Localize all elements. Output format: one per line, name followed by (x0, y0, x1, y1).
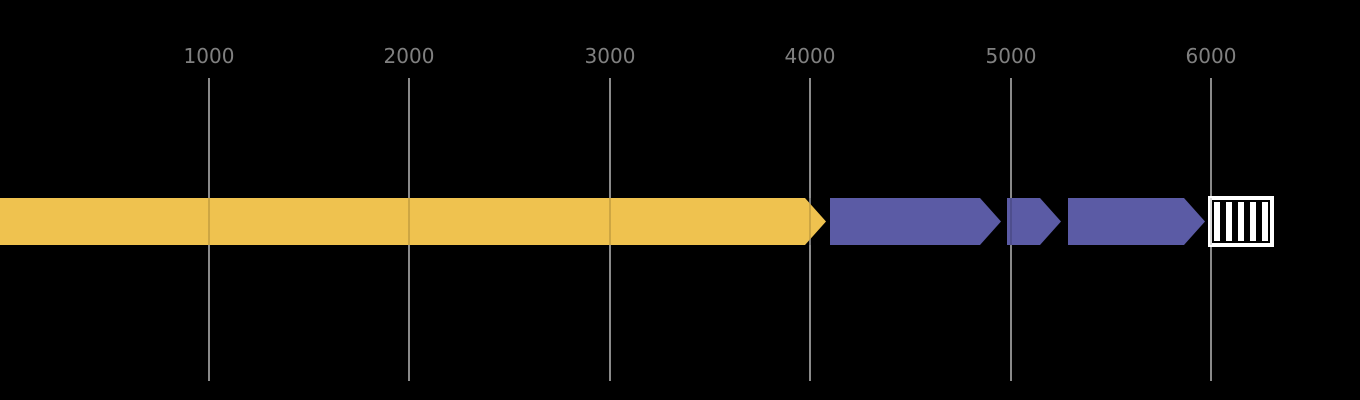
stripe-bar (1226, 202, 1232, 241)
gene-feature-feature-1[interactable] (0, 198, 826, 245)
stripe-bar (1214, 202, 1220, 241)
gridline-overlay-1000 (208, 198, 210, 245)
tick-label-5000: 5000 (985, 44, 1037, 68)
gridline-overlay-2000 (408, 198, 410, 245)
arrow-shape (830, 198, 1001, 245)
tick-label-6000: 6000 (1185, 44, 1237, 68)
tick-label-2000: 2000 (383, 44, 435, 68)
stripe-bar (1262, 202, 1268, 241)
gridline-overlay-4000 (809, 198, 811, 245)
stripe-bar (1238, 202, 1244, 241)
gene-feature-feature-3[interactable] (1007, 198, 1061, 245)
tick-label-3000: 3000 (584, 44, 636, 68)
gene-feature-feature-5[interactable] (1208, 196, 1274, 247)
tick-label-4000: 4000 (784, 44, 836, 68)
tick-label-1000: 1000 (183, 44, 235, 68)
arrow-shape (1007, 198, 1061, 245)
gene-feature-feature-4[interactable] (1068, 198, 1205, 245)
gene-feature-feature-2[interactable] (830, 198, 1001, 245)
gridline-overlay-3000 (609, 198, 611, 245)
gridline-overlay-5000 (1010, 198, 1012, 245)
arrow-shape (1068, 198, 1205, 245)
stripe-bar (1250, 202, 1256, 241)
arrow-shape (0, 198, 826, 245)
gridline-overlay-6000 (1210, 198, 1212, 245)
